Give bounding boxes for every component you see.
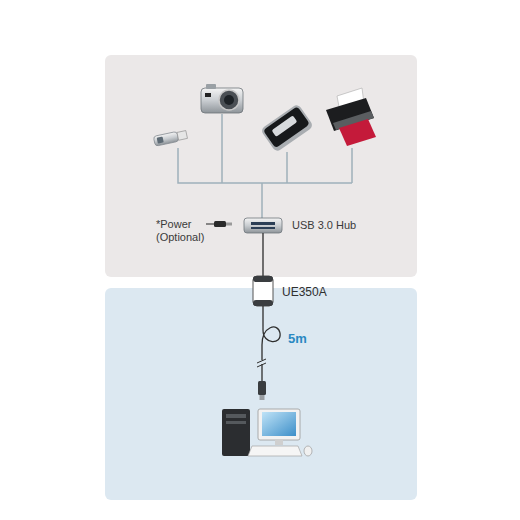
extender-body bbox=[253, 276, 273, 306]
usb-hub-icon bbox=[244, 218, 282, 233]
printer-output bbox=[339, 119, 376, 146]
camera-lens bbox=[224, 95, 234, 105]
scanner-glass bbox=[272, 115, 298, 136]
power-plug-icon bbox=[206, 221, 232, 227]
scanner-lid bbox=[263, 106, 310, 148]
plug-tip bbox=[226, 223, 232, 226]
cable bbox=[261, 364, 262, 382]
cable-break bbox=[257, 359, 266, 367]
node-label: UE350A bbox=[282, 285, 327, 299]
camera-icon bbox=[201, 84, 243, 113]
node-label: USB 3.0 Hub bbox=[292, 219, 356, 231]
extender-unit: UE350A bbox=[253, 276, 273, 306]
cable-connector bbox=[258, 381, 266, 395]
extender-cap bbox=[253, 276, 273, 282]
keyboard bbox=[248, 446, 302, 456]
pc-drive bbox=[226, 421, 246, 424]
hub-port bbox=[251, 227, 275, 229]
usb-hub: USB 3.0 Hub bbox=[244, 218, 282, 233]
extension-cable bbox=[257, 306, 280, 382]
wire bbox=[178, 148, 352, 183]
flash-drive-icon bbox=[153, 130, 187, 147]
power-note: *Power (Optional) bbox=[156, 218, 216, 244]
camera-button bbox=[206, 84, 216, 89]
hub-port bbox=[251, 222, 275, 225]
wire bbox=[261, 183, 263, 218]
extender-icon bbox=[253, 276, 273, 306]
device-panel bbox=[105, 55, 417, 277]
scanner-edge bbox=[260, 103, 314, 152]
computer-panel bbox=[105, 288, 417, 500]
printer-icon bbox=[326, 88, 376, 146]
wire bbox=[221, 114, 223, 183]
camera-lens bbox=[219, 90, 239, 110]
plug-cord bbox=[206, 223, 214, 224]
drive-body bbox=[153, 131, 179, 146]
extender-cap bbox=[253, 300, 273, 306]
hub-body bbox=[244, 218, 282, 233]
monitor-stand bbox=[275, 440, 283, 445]
camera-flash bbox=[205, 93, 211, 97]
mouse bbox=[304, 446, 312, 456]
pc-drive bbox=[226, 414, 246, 418]
pc-tower bbox=[222, 409, 250, 456]
drive-detail bbox=[157, 137, 164, 144]
wire bbox=[351, 148, 353, 183]
computer-icon bbox=[222, 409, 312, 456]
monitor-frame bbox=[258, 409, 300, 440]
scanner-icon bbox=[260, 103, 314, 152]
cable-link bbox=[262, 233, 263, 276]
monitor-screen bbox=[262, 412, 296, 436]
cable-length: 5m bbox=[288, 332, 328, 345]
plug-body bbox=[214, 221, 226, 227]
cable-loop bbox=[262, 306, 280, 360]
drive-plug bbox=[177, 131, 187, 141]
camera-body bbox=[201, 88, 243, 113]
wire bbox=[286, 152, 288, 183]
cable-plug bbox=[260, 395, 265, 400]
